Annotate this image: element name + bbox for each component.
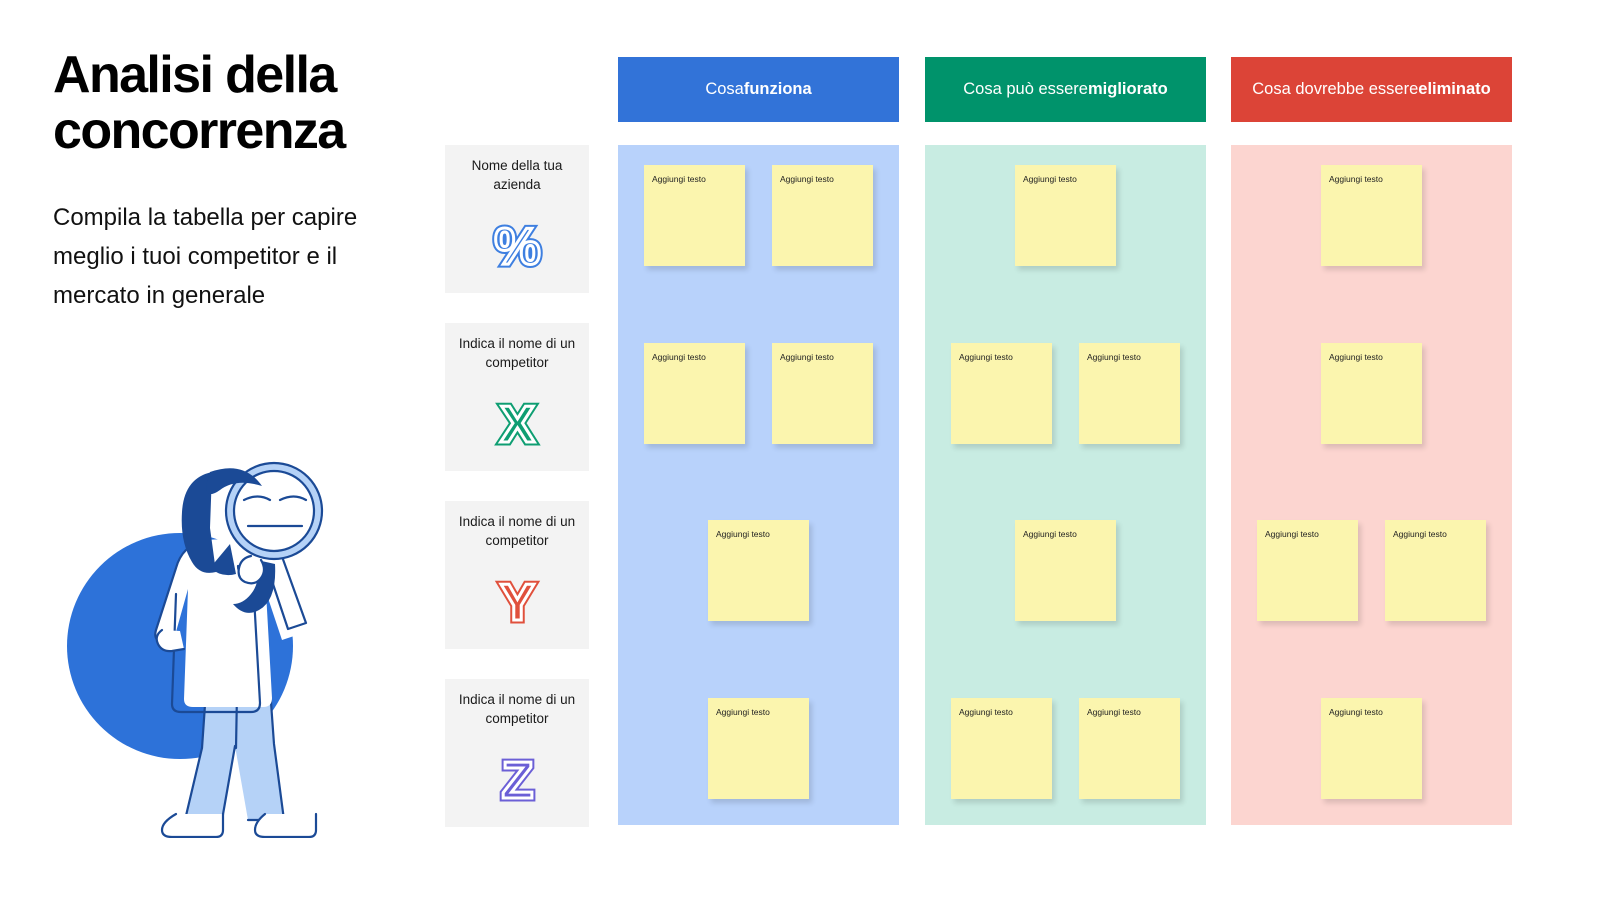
column-header-1[interactable]: Cosa funziona [618,57,899,122]
row-label-text-3: Indica il nome di un competitor [458,514,576,548]
cell-r1c2[interactable]: Aggiungi testo [925,145,1206,293]
column-panel-1: Aggiungi testo Aggiungi testo Aggiungi t… [618,145,899,825]
column-header-3[interactable]: Cosa dovrebbe essere eliminato [1231,57,1512,122]
column-header-prefix-1: Cosa [705,80,744,98]
row-label-text-2: Indica il nome di un competitor [458,336,576,370]
cell-r4c3[interactable]: Aggiungi testo [1231,678,1512,826]
cell-r4c2[interactable]: Aggiungi testo Aggiungi testo [925,678,1206,826]
row-label-card-3[interactable]: Indica il nome di un competitor Y Y Y [445,501,589,649]
percent-icon-fill: % [494,218,540,276]
cell-r3c2[interactable]: Aggiungi testo [925,500,1206,648]
cell-r2c3[interactable]: Aggiungi testo [1231,323,1512,471]
row-label-text-1: Nome della tua azienda [471,158,563,192]
column-header-strong-1: funziona [743,80,812,98]
sticky-note[interactable]: Aggiungi testo [1015,520,1116,621]
sticky-note[interactable]: Aggiungi testo [951,342,1052,444]
column-cosa-dovrebbe-essere-eliminato: Cosa dovrebbe essere eliminato Aggiungi … [1231,57,1512,825]
cell-r1c1[interactable]: Aggiungi testo Aggiungi testo [618,145,899,293]
cell-r3c1[interactable]: Aggiungi testo [618,500,899,648]
letter-x-icon-fill: X [500,396,535,454]
sticky-note[interactable]: Aggiungi testo [1079,342,1180,444]
sticky-note[interactable]: Aggiungi testo [708,520,809,621]
sticky-note[interactable]: Aggiungi testo [644,342,745,444]
row-label-card-1[interactable]: Nome della tua azienda % % % [445,145,589,293]
sticky-note[interactable]: Aggiungi testo [1321,342,1422,444]
cell-r2c1[interactable]: Aggiungi testo Aggiungi testo [618,323,899,471]
percent-icon: % % % [491,218,544,277]
column-panel-2: Aggiungi testo Aggiungi testo Aggiungi t… [925,145,1206,825]
letter-z-icon-fill: Z [501,752,534,810]
sticky-note[interactable]: Aggiungi testo [772,165,873,266]
letter-y-icon: Y Y Y [497,574,539,633]
letter-z-icon-outline: Z [500,752,535,810]
page-subtitle: Compila la tabella per capire meglio i t… [53,204,358,309]
percent-icon-outline: % [493,218,542,276]
letter-y-icon-ring: Y [497,574,539,633]
sticky-note[interactable]: Aggiungi testo [644,165,745,266]
sticky-note[interactable]: Aggiungi testo [708,697,809,799]
letter-x-icon-outline: X [499,396,537,454]
letter-x-icon: X X X [497,396,539,455]
cell-r2c2[interactable]: Aggiungi testo Aggiungi testo [925,323,1206,471]
sticky-note[interactable]: Aggiungi testo [951,697,1052,799]
letter-z-icon-ring: Z [498,752,537,811]
column-header-2[interactable]: Cosa può essere migliorato [925,57,1206,122]
letter-x-icon-ring: X [497,396,539,455]
sticky-note[interactable]: Aggiungi testo [1015,165,1116,266]
sticky-note[interactable]: Aggiungi testo [772,342,873,444]
letter-z-icon: Z Z Z [498,752,537,811]
sticky-note[interactable]: Aggiungi testo [1079,697,1180,799]
column-header-strong-2: migliorato [1087,80,1168,98]
row-label-card-4[interactable]: Indica il nome di un competitor Z Z Z [445,679,589,827]
column-header-prefix-2: Cosa può essere [963,80,1088,98]
row-label-column: Nome della tua azienda % % % Indica il n… [445,145,589,827]
column-cosa-puo-essere-migliorato: Cosa può essere migliorato Aggiungi test… [925,57,1206,825]
sticky-note[interactable]: Aggiungi testo [1257,520,1358,621]
page-title: Analisi della concorrenza [53,46,346,160]
percent-icon-ring: % [491,218,544,277]
sticky-note[interactable]: Aggiungi testo [1321,697,1422,799]
sticky-note[interactable]: Aggiungi testo [1385,520,1486,621]
letter-y-icon-fill: Y [500,574,535,632]
intro-block: Analisi della concorrenza Compila la tab… [53,46,443,316]
cell-r3c3[interactable]: Aggiungi testo Aggiungi testo [1231,500,1512,648]
letter-y-icon-outline: Y [499,574,537,632]
row-label-card-2[interactable]: Indica il nome di un competitor X X X [445,323,589,471]
sticky-note[interactable]: Aggiungi testo [1321,165,1422,266]
column-panel-3: Aggiungi testo Aggiungi testo Aggiungi t… [1231,145,1512,825]
cell-r4c1[interactable]: Aggiungi testo [618,678,899,826]
cell-r1c3[interactable]: Aggiungi testo [1231,145,1512,293]
column-header-prefix-3: Cosa dovrebbe essere [1252,80,1419,98]
column-cosa-funziona: Cosa funziona Aggiungi testo Aggiungi te… [618,57,899,825]
woman-with-magnifying-glass-illustration [52,448,352,838]
column-header-strong-3: eliminato [1418,80,1491,98]
row-label-text-4: Indica il nome di un competitor [458,692,576,726]
